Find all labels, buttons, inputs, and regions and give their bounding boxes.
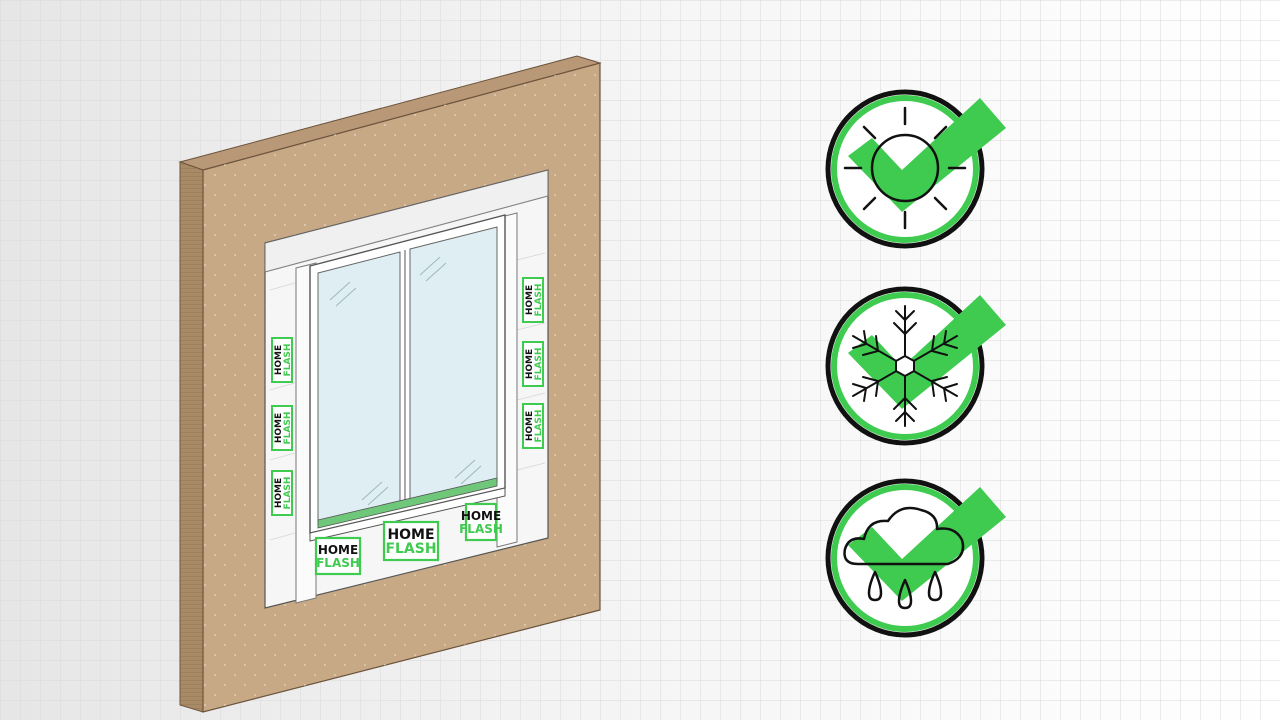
window-assembly: [264, 169, 549, 609]
tape-label-line1: HOME: [387, 527, 434, 543]
tape-label-line2: FLASH: [459, 522, 503, 536]
glass-reflections: [329, 256, 482, 506]
tape-label: HOME FLASH: [522, 341, 544, 387]
condition-snow: [825, 286, 1006, 446]
tape-label-line2: FLASH: [316, 556, 360, 570]
tape-label-line2: FLASH: [534, 410, 544, 443]
check-icon: [848, 98, 1006, 212]
glass-pane-left: [317, 251, 401, 526]
tape-label: HOME FLASH: [459, 502, 503, 542]
rain-cloud-icon: [843, 506, 965, 610]
condition-sun: [825, 89, 1006, 249]
badge-ring: [831, 292, 979, 440]
tape-label-line2: FLASH: [283, 412, 293, 445]
tape-label-line2: FLASH: [283, 344, 293, 377]
glass-pane-right: [409, 226, 498, 503]
tape-label-line2: FLASH: [534, 348, 544, 381]
tape-label-line1: HOME: [318, 543, 358, 557]
badge-ring: [831, 95, 979, 243]
tape-label-line1: HOME: [461, 509, 501, 523]
wall-side-texture: [180, 162, 203, 712]
tape-label: HOME FLASH: [382, 520, 440, 562]
tape-label-line2: FLASH: [283, 477, 293, 510]
window-bottom-rail: [309, 487, 506, 542]
sun-icon: [843, 106, 967, 230]
window-sill: [317, 477, 498, 529]
tape-label-line1: HOME: [525, 349, 535, 379]
check-icon: [848, 295, 1006, 409]
tape-label-line1: HOME: [525, 411, 535, 441]
tape-label-line1: HOME: [274, 413, 284, 443]
tape-label-line1: HOME: [525, 285, 535, 315]
tape-label: HOME FLASH: [522, 277, 544, 323]
tape-label-line1: HOME: [274, 478, 284, 508]
tape-label: HOME FLASH: [271, 470, 293, 516]
snowflake-icon: [852, 305, 958, 427]
tape-label-line1: HOME: [274, 345, 284, 375]
condition-rain: [825, 478, 1006, 638]
check-icon: [848, 487, 1006, 601]
tape-label: HOME FLASH: [271, 337, 293, 383]
membrane-texture: [269, 252, 546, 541]
tape-label: HOME FLASH: [271, 405, 293, 451]
tape-label: HOME FLASH: [522, 403, 544, 449]
badge-ring: [831, 484, 979, 632]
tape-label-line2: FLASH: [534, 284, 544, 317]
tape-label-line2: FLASH: [385, 541, 436, 557]
tape-label: HOME FLASH: [314, 536, 362, 576]
